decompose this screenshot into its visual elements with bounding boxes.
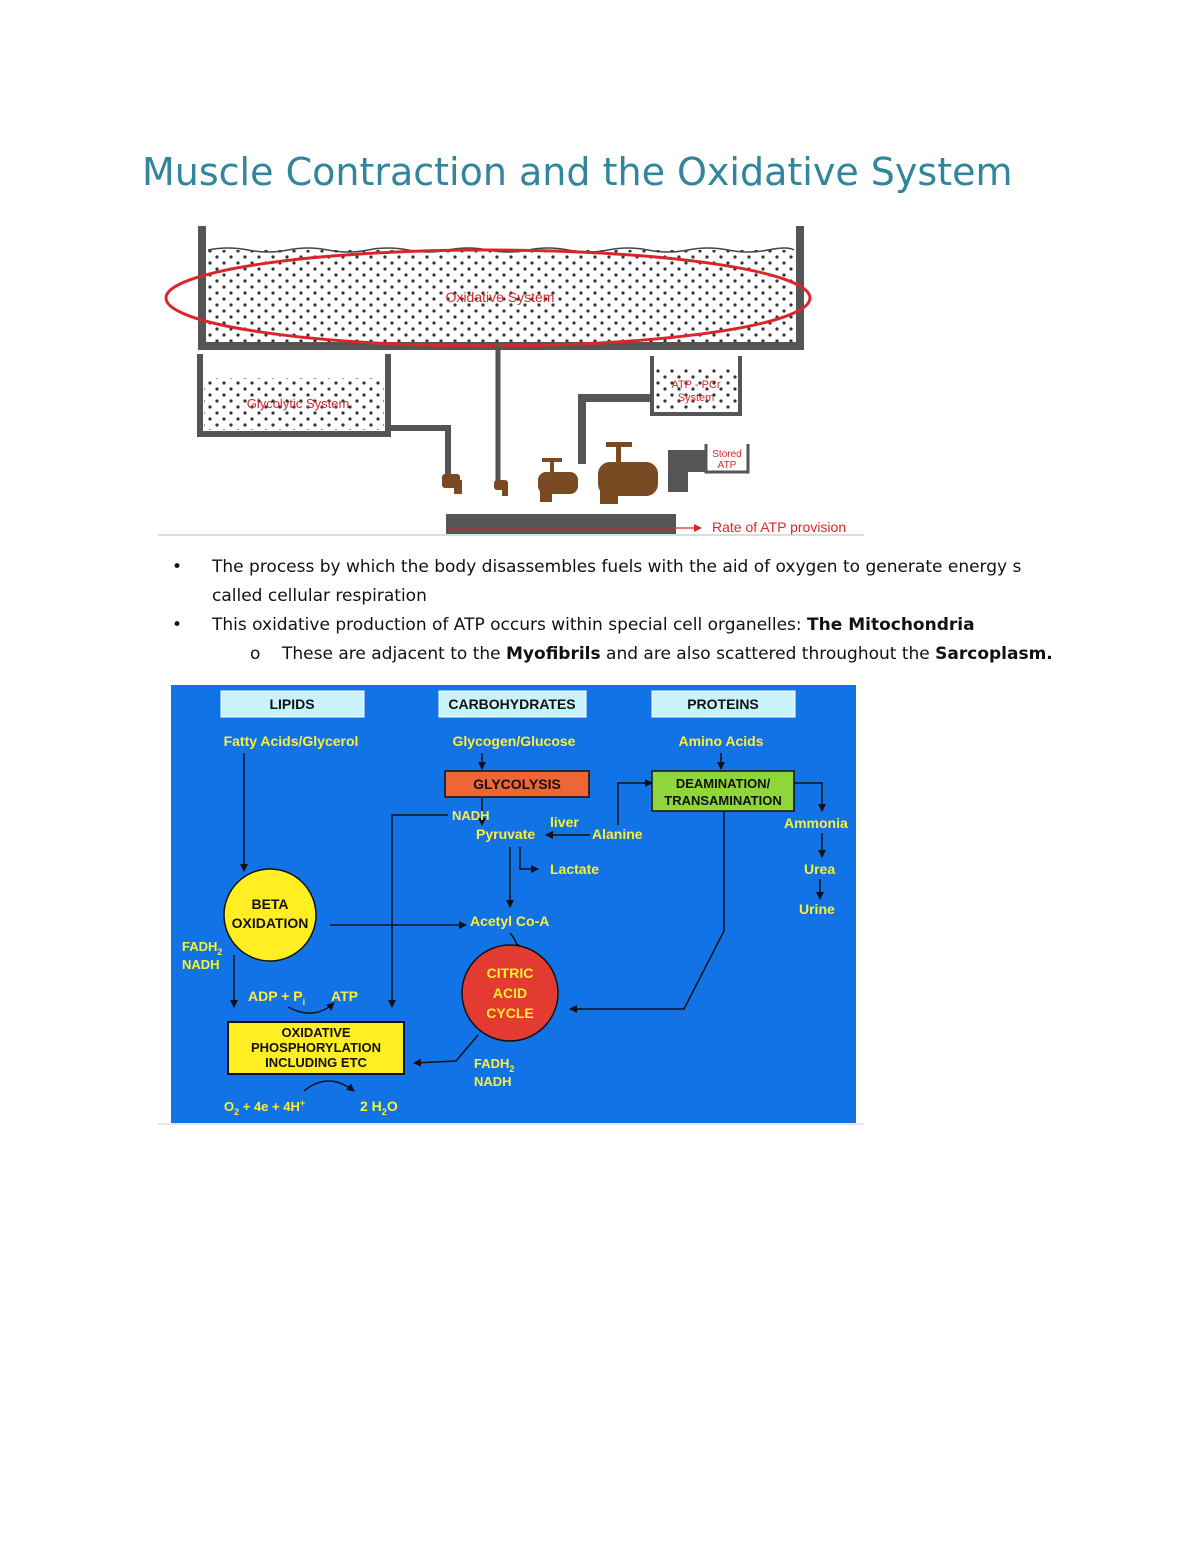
oxidative-system-label: Oxidative System — [446, 289, 555, 305]
carbohydrates-box — [438, 690, 587, 718]
alanine-label: Alanine — [592, 826, 643, 842]
glycogen-label: Glycogen/Glucose — [453, 733, 576, 749]
urea-label: Urea — [804, 861, 835, 877]
glycolytic-system-label: Glycolytic System — [247, 396, 350, 411]
myofibrils-term: Myofibrils — [506, 644, 601, 664]
list-item: • The process by which the body disassem… — [172, 553, 1072, 611]
oxidative-highlight-ellipse — [164, 248, 812, 348]
bullet-list: • The process by which the body disassem… — [172, 553, 1072, 669]
sub-bullet-marker: o — [250, 644, 261, 664]
oxphos-label-2: PHOSPHORYLATION — [251, 1040, 381, 1055]
bullet-text: This oxidative production of ATP occurs … — [212, 615, 808, 635]
sub-bullet-text: and are also scattered throughout the — [600, 644, 936, 664]
urine-label: Urine — [799, 901, 835, 917]
glycolysis-box — [444, 770, 590, 798]
citric-acid-cycle-circle — [461, 944, 559, 1042]
stored-atp-tank — [668, 444, 750, 492]
oxphos-label-3: INCLUDING ETC — [265, 1055, 367, 1070]
proteins-label: PROTEINS — [687, 696, 759, 712]
amino-acids-label: Amino Acids — [678, 733, 763, 749]
atp-pc-tank — [578, 356, 742, 464]
list-item: o These are adjacent to the Myofibrils a… — [172, 640, 1072, 669]
rate-bar — [446, 514, 676, 534]
citric-label-3: CYCLE — [486, 1005, 533, 1021]
lipids-label: LIPIDS — [269, 696, 314, 712]
bullet-text: The process by which the body disassembl… — [212, 557, 1022, 577]
atp-label: ATP — [331, 988, 358, 1004]
page-title: Muscle Contraction and the Oxidative Sys… — [142, 150, 1013, 194]
beta-oxidation-circle — [223, 868, 317, 962]
bullet-text-continued: called cellular respiration — [212, 586, 427, 606]
nadh-left-label: NADH — [182, 957, 220, 972]
ammonia-label: Ammonia — [784, 815, 848, 831]
deamination-label-1: DEAMINATION/ — [676, 776, 771, 791]
sarcoplasm-term: Sarcoplasm. — [935, 644, 1053, 664]
stored-atp-label-2: ATP — [718, 460, 737, 471]
deamination-box — [651, 770, 795, 812]
fatty-acids-label: Fatty Acids/Glycerol — [224, 733, 359, 749]
beta-label-2: OXIDATION — [232, 915, 309, 931]
acetyl-coa-label: Acetyl Co-A — [470, 913, 549, 929]
bullet-marker: • — [172, 557, 183, 577]
proteins-box — [651, 690, 796, 718]
water-label: 2 H2O — [360, 1098, 398, 1117]
glycolysis-label: GLYCOLYSIS — [473, 776, 561, 792]
atp-pc-label-2: System — [678, 392, 715, 404]
deamination-label-2: TRANSAMINATION — [664, 793, 781, 808]
liver-label: liver — [550, 814, 579, 830]
carbohydrates-label: CARBOHYDRATES — [448, 696, 575, 712]
energy-systems-diagram: Oxidative System Glycolytic System ATP -… — [158, 218, 864, 536]
metabolism-diagram: LIPIDS CARBOHYDRATES PROTEINS Fatty Acid… — [158, 685, 864, 1125]
stored-atp-label-1: Stored — [712, 449, 741, 460]
pyruvate-label: Pyruvate — [476, 826, 535, 842]
atp-pc-label-1: ATP - PCr — [671, 379, 720, 391]
list-item: • This oxidative production of ATP occur… — [172, 611, 1072, 640]
adp-label: ADP + Pi — [248, 988, 305, 1007]
rate-of-atp-label: Rate of ATP provision — [712, 519, 846, 535]
citric-label-2: ACID — [493, 985, 527, 1001]
nadh-label-top: NADH — [452, 808, 490, 823]
oxidative-tank — [198, 226, 804, 350]
lactate-label: Lactate — [550, 861, 599, 877]
nadh-right-label: NADH — [474, 1074, 512, 1089]
citric-label-1: CITRIC — [487, 965, 534, 981]
beta-label-1: BETA — [251, 896, 288, 912]
fadh-right-label: FADH2 — [474, 1056, 514, 1074]
lipids-box — [220, 690, 365, 718]
bullet-marker: • — [172, 615, 183, 635]
tap-icon — [442, 442, 658, 504]
oxidative-phosphorylation-box — [227, 1021, 405, 1075]
mitochondria-term: The Mitochondria — [807, 615, 975, 635]
fadh-left-label: FADH2 — [182, 939, 222, 957]
oxphos-label-1: OXIDATIVE — [281, 1025, 350, 1040]
oxygen-equation-label: O2 + 4e + 4H+ — [224, 1098, 305, 1117]
sub-bullet-text: These are adjacent to the — [282, 644, 507, 664]
glycolytic-tank — [197, 354, 451, 482]
